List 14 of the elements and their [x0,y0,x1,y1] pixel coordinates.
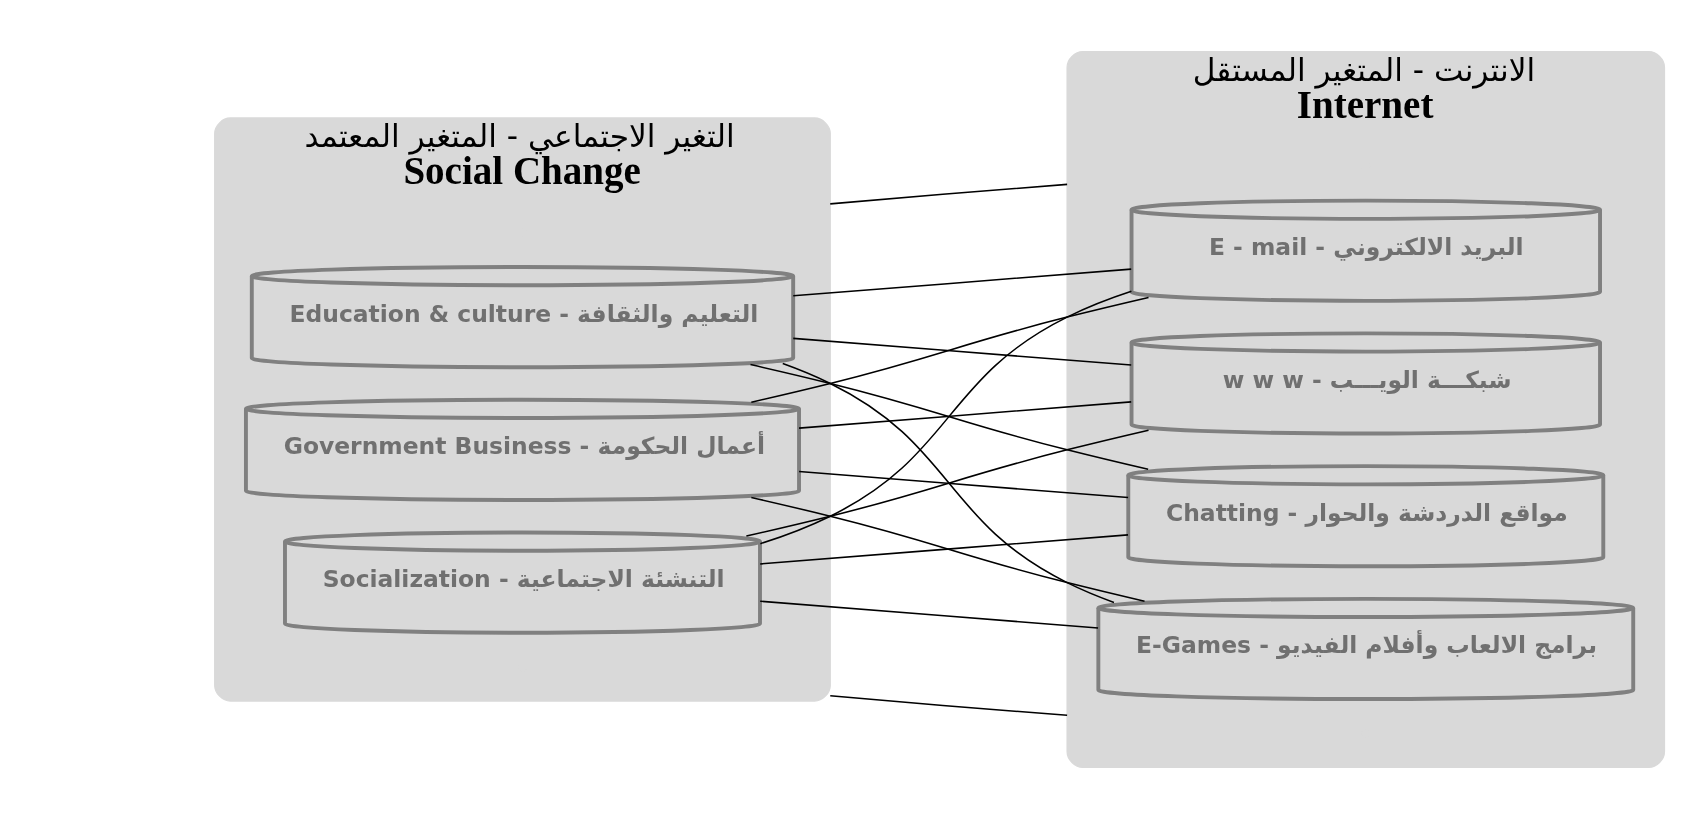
connector [759,599,1099,629]
connector [792,337,1132,366]
connector [781,362,1115,603]
connector [745,428,1150,537]
connector [829,183,1068,205]
connector [749,363,1149,470]
connector [792,267,1132,297]
connector [759,533,1129,565]
connector [798,400,1132,429]
connector [798,470,1129,498]
connector [829,694,1068,716]
connector [750,496,1146,602]
connector [759,290,1133,544]
connector [750,296,1150,403]
